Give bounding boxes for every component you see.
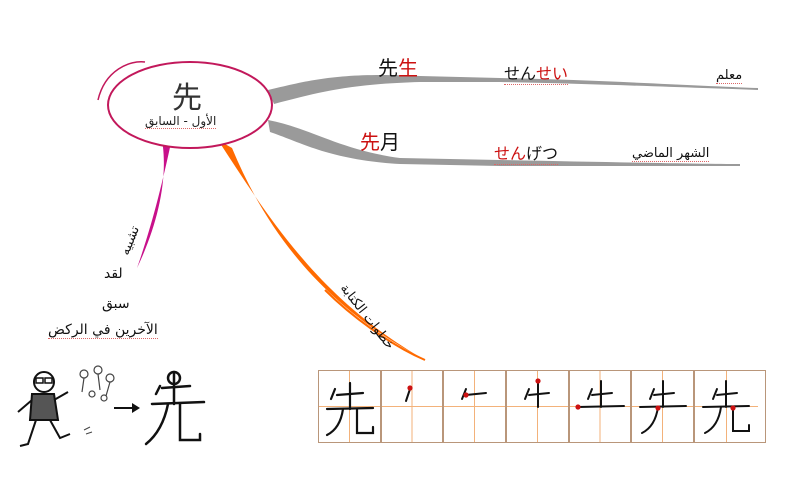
word-2-reading-red: せん (494, 144, 527, 163)
label-analogy: تشبيه (118, 224, 143, 258)
stroke-start-dot (730, 405, 736, 411)
explanation-line-1: لقد (104, 266, 123, 282)
stroke-step-5 (639, 380, 688, 434)
explanation-line-3: الآخرين في الركض (48, 322, 158, 339)
branch-stroke-order (218, 140, 425, 360)
word-2-reading: せんげつ (494, 140, 559, 165)
label-stroke-order: خطوات الكتابة (337, 281, 397, 352)
stroke-step-1 (404, 385, 413, 402)
word-1-kanji-black: 先 (378, 56, 398, 80)
word-1-reading-black: せん (504, 64, 537, 83)
branch-analogy (137, 130, 172, 268)
word-2-meaning: الشهر الماضي (632, 146, 710, 162)
runner-figure (17, 371, 71, 447)
explanation-line-2: سبق (102, 296, 130, 312)
stroke-start-dot (463, 392, 469, 398)
word-2-reading-black: げつ (526, 144, 559, 163)
center-node-swoosh (97, 61, 146, 101)
stroke-step-2 (461, 388, 488, 400)
runner-illustration (17, 365, 206, 447)
stroke-step-4 (575, 380, 625, 410)
word-2-kanji: 先月 (360, 126, 400, 155)
stroke-cell-full (319, 371, 382, 442)
branch-stroke-order-tail (324, 289, 426, 361)
stroke-step-6 (702, 380, 751, 434)
stroke-cell-3 (507, 371, 570, 442)
stroke-cell-6 (695, 371, 758, 442)
word-1-reading: せんせい (504, 60, 569, 85)
word-2-kanji-red: 先 (360, 130, 380, 154)
arrow-icon (114, 403, 140, 413)
center-meaning: الأول - السابق (145, 114, 217, 129)
stroke-cell-1 (381, 371, 445, 442)
word-1-kanji: 先生 (378, 52, 418, 81)
dust-mark (83, 426, 93, 435)
stroke-full-kanji (325, 381, 375, 437)
branch-word-1 (268, 74, 758, 104)
word-2-kanji-black: 月 (380, 130, 400, 154)
stroke-start-dot (407, 385, 413, 391)
stroke-cell-5 (632, 371, 696, 442)
other-runners (79, 365, 115, 402)
center-kanji: 先 (172, 81, 202, 116)
stroke-start-dot (575, 404, 581, 410)
center-node (107, 61, 273, 149)
stroke-start-dot (535, 378, 541, 384)
stroke-order-strip (318, 370, 766, 443)
stroke-cell-4 (569, 371, 633, 442)
word-1-kanji-red: 生 (398, 56, 418, 80)
word-1-meaning: معلم (716, 68, 743, 84)
stroke-step-3 (524, 378, 551, 408)
drawn-kanji (144, 370, 206, 446)
word-1-reading-red: せい (536, 64, 569, 83)
stroke-cell-2 (444, 371, 508, 442)
stroke-start-dot (655, 405, 662, 411)
